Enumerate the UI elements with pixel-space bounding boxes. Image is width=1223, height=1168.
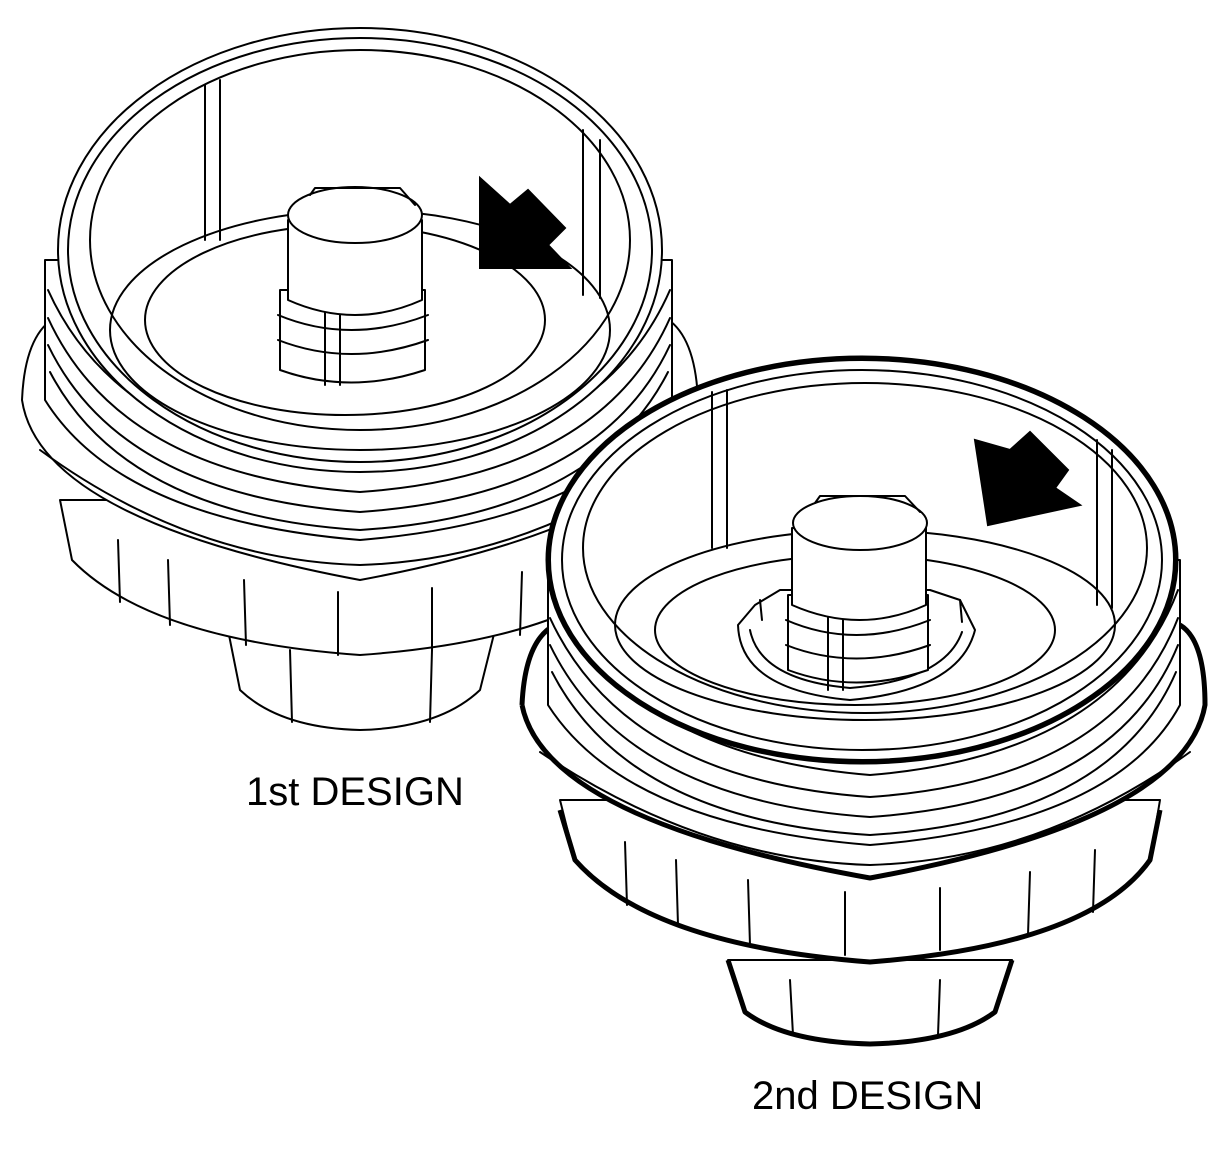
second-design-label: 2nd DESIGN xyxy=(752,1074,984,1118)
second-design-cap xyxy=(519,355,1208,1047)
cap-1-arrow-icon xyxy=(479,175,573,269)
cap-2-hex-nut xyxy=(725,959,1015,1047)
first-design-cap xyxy=(21,27,699,731)
cap-2-center-post xyxy=(785,495,931,691)
cap-2-arrow-icon xyxy=(973,430,1083,527)
cap-1-center-post xyxy=(277,186,429,386)
first-design-label: 1st DESIGN xyxy=(246,770,464,814)
cap-1-hex-nut xyxy=(227,629,496,731)
